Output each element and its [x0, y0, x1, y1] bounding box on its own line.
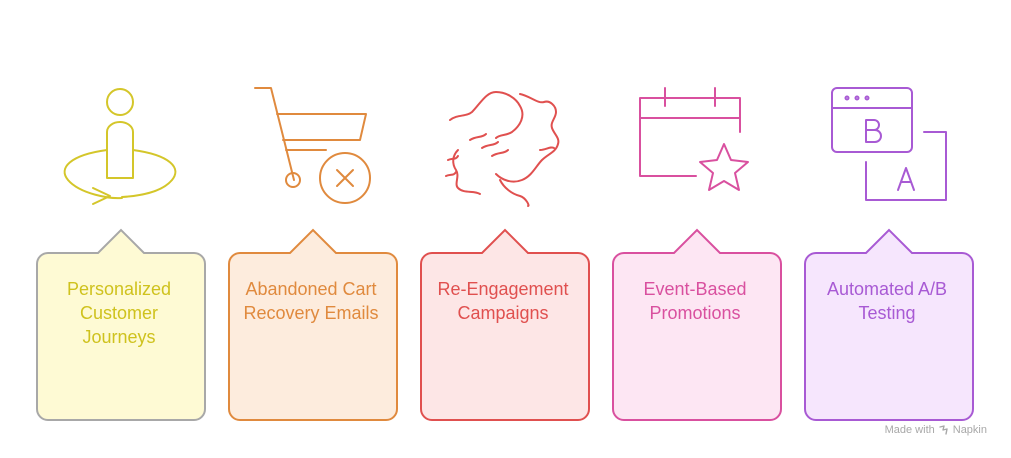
card-5 — [804, 228, 974, 421]
person-journey-icon — [63, 88, 177, 205]
napkin-logo-icon — [939, 425, 948, 435]
napkin-watermark[interactable]: Made with Napkin — [885, 424, 987, 436]
ab-test-windows-icon — [831, 87, 947, 201]
card-2 — [228, 228, 398, 421]
watermark-brand: Napkin — [952, 424, 987, 436]
handshake-icon — [445, 91, 560, 207]
card-3 — [420, 228, 590, 421]
watermark-text: Made with — [884, 424, 935, 436]
card-1 — [36, 228, 206, 421]
shopping-cart-cancel-icon — [254, 87, 371, 204]
calendar-star-icon — [639, 87, 749, 191]
card-4 — [612, 228, 782, 421]
cards-group — [36, 228, 974, 421]
